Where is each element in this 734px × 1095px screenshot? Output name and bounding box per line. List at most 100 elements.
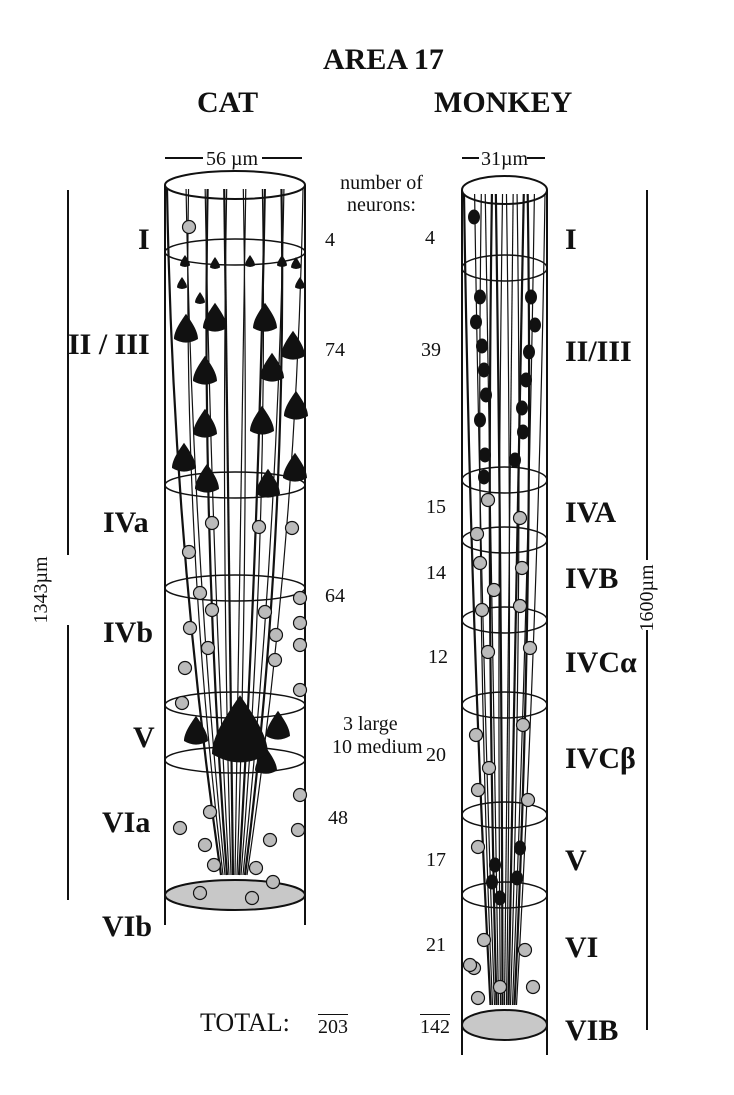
cat-pyramidal-neuron <box>253 302 277 332</box>
monkey-stellate-neuron <box>476 932 492 948</box>
cat-layer-boundary <box>164 574 306 602</box>
cat-pyramidal-neuron <box>284 390 308 420</box>
monkey-count-II-III: 39 <box>421 339 441 361</box>
monkey-pyramidal-neuron <box>517 424 529 440</box>
cat-top <box>164 170 306 200</box>
cat-dendrite <box>223 188 235 876</box>
monkey-layer-boundary <box>461 526 548 554</box>
monkey-layer-boundary <box>461 881 548 909</box>
monkey-stellate-neuron <box>470 839 486 855</box>
monkey-dendrite <box>513 193 531 1006</box>
cat-stellate-neuron <box>181 219 197 235</box>
monkey-layer-VIB: VIB <box>565 1014 619 1047</box>
monkey-stellate-neuron <box>470 990 486 1006</box>
monkey-pyramidal-neuron <box>478 469 490 485</box>
cat-stellate-neuron <box>248 860 264 876</box>
cat-stellate-neuron <box>292 787 308 803</box>
cat-pyramidal-neuron <box>195 463 219 493</box>
monkey-stellate-neuron <box>474 602 490 618</box>
monkey-dendrite <box>488 193 498 1006</box>
cat-pyramidal-neuron <box>203 302 227 332</box>
cat-pyramidal-neuron <box>283 452 307 482</box>
monkey-layer-I: I <box>565 223 577 256</box>
monkey-width-label: 31µm <box>481 148 529 170</box>
monkey-layer-IVA: IVA <box>565 496 617 529</box>
total-label: TOTAL: <box>200 1008 290 1037</box>
cat-count-V-large: 3 large <box>343 713 398 735</box>
cat-depth-label: 1343µm <box>30 556 52 624</box>
cat-dendrite <box>185 188 226 876</box>
counts-header: number of neurons: <box>340 172 423 216</box>
cat-width-label: 56 µm <box>206 148 259 170</box>
cat-stellate-neuron <box>268 627 284 643</box>
monkey-layer-boundary <box>461 254 548 282</box>
cat-pyramidal-neuron <box>193 408 217 438</box>
cat-count-IV: 64 <box>325 585 345 607</box>
cat-small-pyramidal-neuron <box>195 292 205 304</box>
monkey-pyramidal-neuron <box>489 857 501 873</box>
cat-stellate-neuron <box>177 660 193 676</box>
monkey-pyramidal-neuron <box>474 289 486 305</box>
cat-count-I: 4 <box>325 229 335 251</box>
monkey-layer-IVCa: IVCα <box>565 646 637 679</box>
monkey-pyramidal-neuron <box>494 890 506 906</box>
monkey-stellate-neuron <box>517 942 533 958</box>
cat-stellate-neuron <box>197 837 213 853</box>
monkey-top <box>461 175 548 205</box>
cat-count-II-III: 74 <box>325 339 345 361</box>
cat-stellate-neuron <box>292 615 308 631</box>
cat-layer-boundary <box>164 471 306 499</box>
monkey-pyramidal-neuron <box>476 338 488 354</box>
cat-pyramidal-neuron <box>193 355 217 385</box>
monkey-pyramidal-neuron <box>511 870 523 886</box>
monkey-dendrite <box>494 193 504 1006</box>
cat-pyramidal-neuron <box>256 468 280 498</box>
cat-medium-pyramidal-neuron <box>184 715 208 745</box>
monkey-pyramidal-neuron <box>470 314 482 330</box>
cat-dendrite <box>240 188 265 876</box>
monkey-layer-boundary <box>461 466 548 494</box>
monkey-pyramidal-neuron <box>468 209 480 225</box>
figure-title: AREA 17 <box>323 43 444 76</box>
monkey-stellate-neuron <box>522 640 538 656</box>
cat-stellate-neuron <box>181 544 197 560</box>
monkey-stellate-neuron <box>514 560 530 576</box>
monkey-layer-IVB: IVB <box>565 562 619 595</box>
cat-stellate-neuron <box>172 820 188 836</box>
monkey-stellate-neuron <box>486 582 502 598</box>
monkey-stellate-neuron <box>469 526 485 542</box>
cat-stellate-neuron <box>262 832 278 848</box>
monkey-layer-V: V <box>565 844 587 877</box>
monkey-layer-IVCb: IVCβ <box>565 742 636 775</box>
cat-dendrite <box>243 188 284 876</box>
cat-pyramidal-neuron <box>260 352 284 382</box>
cat-stellate-neuron <box>192 885 208 901</box>
monkey-pyramidal-neuron <box>514 840 526 856</box>
cat-base <box>164 879 306 911</box>
monkey-stellate-neuron <box>512 510 528 526</box>
monkey-pyramidal-neuron <box>509 452 521 468</box>
monkey-stellate-neuron <box>492 979 508 995</box>
cat-small-pyramidal-neuron <box>295 277 305 289</box>
monkey-stellate-neuron <box>468 727 484 743</box>
cat-small-pyramidal-neuron <box>277 255 287 267</box>
monkey-pyramidal-neuron <box>529 317 541 333</box>
monkey-dendrite <box>498 193 504 1006</box>
monkey-stellate-neuron <box>480 644 496 660</box>
cat-stellate-neuron <box>192 585 208 601</box>
cat-large-pyramidal-neuron <box>212 695 268 763</box>
monkey-layer-boundary <box>461 606 548 634</box>
monkey-layer-boundary <box>461 691 548 719</box>
monkey-stellate-neuron <box>470 782 486 798</box>
cat-stellate-neuron <box>290 822 306 838</box>
monkey-count-I: 4 <box>425 227 435 249</box>
monkey-stellate-neuron <box>512 598 528 614</box>
monkey-base <box>461 1009 548 1041</box>
cat-small-pyramidal-neuron <box>210 257 220 269</box>
cat-layer-boundary <box>164 238 306 266</box>
monkey-pyramidal-neuron <box>516 400 528 416</box>
monkey-pyramidal-neuron <box>520 372 532 388</box>
monkey-heading: MONKEY <box>434 86 573 119</box>
monkey-depth-label: 1600µm <box>636 564 658 632</box>
